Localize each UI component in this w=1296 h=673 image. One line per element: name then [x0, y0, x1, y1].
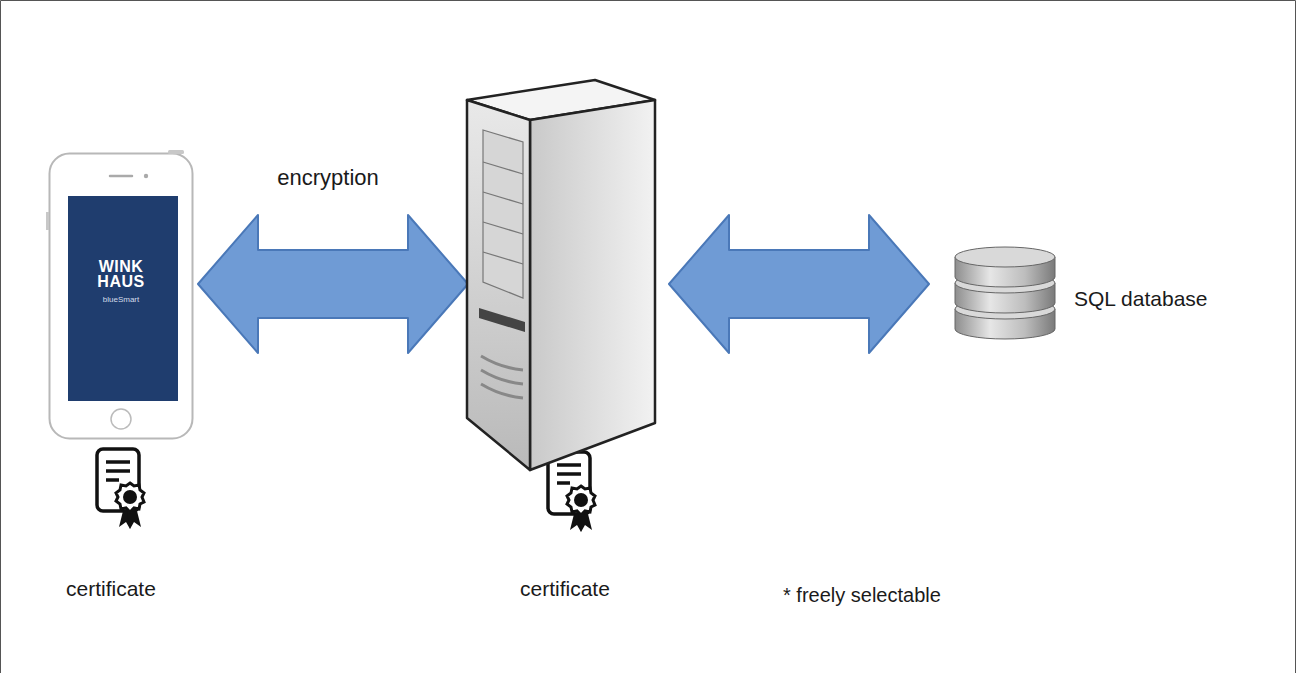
database-label: SQL database — [1074, 287, 1208, 311]
certificate-icon — [97, 449, 144, 529]
logo-subtext: blueSmart — [103, 295, 139, 304]
logo-text: WINK HAUS — [97, 259, 144, 289]
database-shape — [951, 245, 1061, 337]
database: SQL database — [951, 245, 1061, 337]
server-shape — [465, 78, 657, 472]
double-arrow — [669, 215, 929, 353]
smartphone: WINK HAUSblueSmartcertificate — [48, 152, 194, 440]
server: certificate — [465, 78, 657, 472]
certificate-icon — [548, 452, 595, 532]
certificate-label: certificate — [520, 577, 610, 601]
certificate-label: certificate — [66, 577, 156, 601]
footnote: * freely selectable — [783, 584, 941, 607]
double-arrow — [198, 215, 468, 353]
edge-label: encryption — [277, 165, 379, 191]
